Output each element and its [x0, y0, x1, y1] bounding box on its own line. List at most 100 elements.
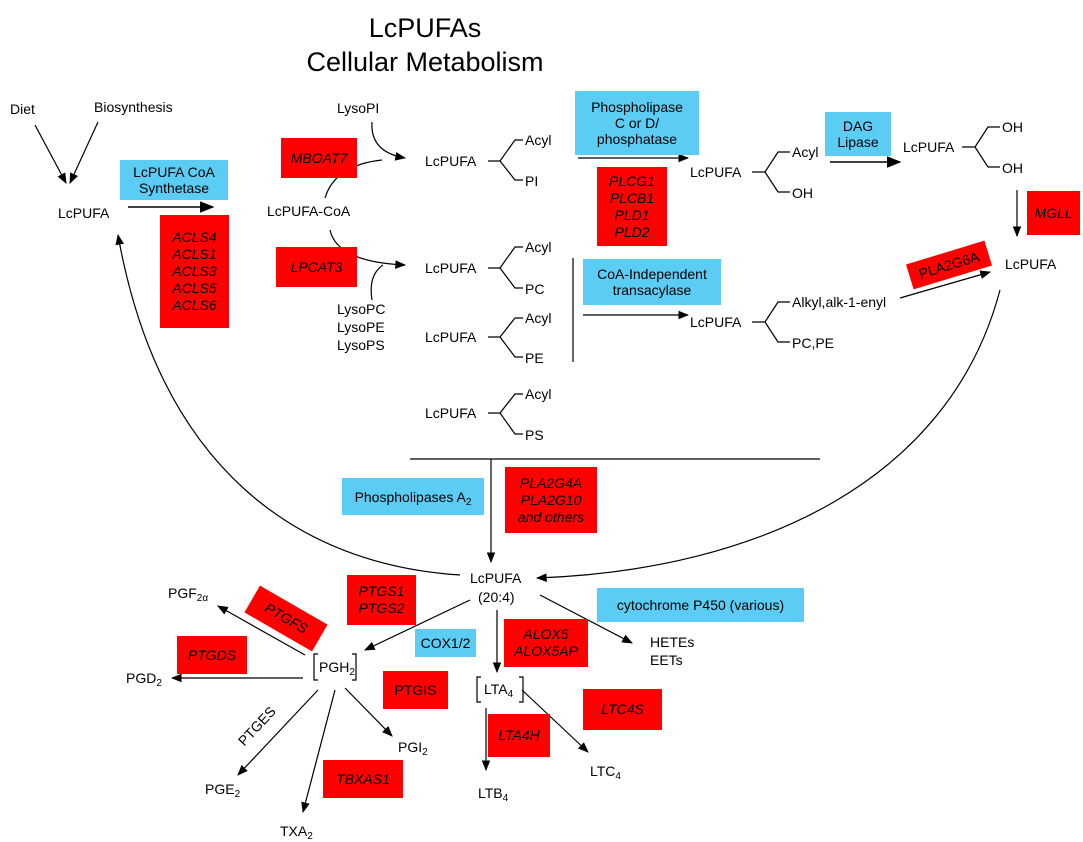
gene-plcb1: PLCB1 [609, 189, 655, 206]
arrow-cox [364, 599, 471, 651]
plc-line1: Phospholipase [591, 99, 683, 115]
label-eets: EETs [650, 652, 683, 668]
label-acyl-pc: Acyl [525, 239, 552, 255]
dag-line1: DAG [842, 118, 874, 134]
label-lysops: LysoPS [337, 337, 385, 353]
struct-mag [962, 126, 1000, 168]
pgi-base: PGI [398, 739, 423, 755]
enzyme-cox12: COX1/2 [415, 629, 476, 657]
gene-mgll-label: MGLL [1034, 204, 1073, 221]
label-acyl-dag: Acyl [792, 144, 819, 160]
bracket-lta-left [476, 676, 481, 703]
label-lysopi: LysoPI [337, 100, 380, 116]
label-pge2: PGE2 [205, 781, 241, 800]
arrow-pla2g6a [899, 270, 992, 299]
label-txa2: TXA2 [280, 823, 313, 842]
dag-line2: Lipase [837, 134, 879, 150]
diagram-title-line1: LcPUFAs [368, 13, 482, 43]
curve-recycle-right [535, 289, 1001, 582]
gene-acls-group: ACLS4 ACLS1 ACLS3 ACLS5 ACLS6 [160, 215, 229, 328]
label-lta4: LTA4 [484, 681, 513, 700]
gene-alox-group: ALOX5 ALOX5AP [504, 619, 588, 667]
enzyme-phospholipases-a2: Phospholipases A2 [342, 478, 484, 515]
gene-pla2-others: and others [517, 508, 585, 525]
pla2-base: Phospholipases A [354, 488, 466, 505]
label-pgh2: PGH2 [319, 659, 355, 678]
label-biosynthesis: Biosynthesis [94, 99, 173, 115]
label-lcpufa-left: LcPUFA [58, 205, 110, 221]
label-lcpufa-mag: LcPUFA [903, 139, 955, 155]
gene-pla2g4a: PLA2G4A [519, 474, 583, 491]
gene-tbxas1-label: TBXAS1 [336, 770, 390, 787]
label-lcpufa-dag: LcPUFA [690, 164, 742, 180]
plc-line2: C or D/ [614, 115, 660, 131]
gene-ptgs1: PTGS1 [358, 583, 405, 599]
struct-dag [752, 151, 790, 193]
cox-label: COX1/2 [420, 635, 471, 651]
label-oh1-mag: OH [1002, 119, 1023, 135]
diagram-title-line2: Cellular Metabolism [306, 47, 544, 77]
label-oh-dag: OH [792, 185, 813, 201]
bracket-lta-right [519, 676, 524, 703]
label-c204: (20:4) [478, 589, 515, 605]
label-lcpufa-ether: LcPUFA [690, 314, 742, 330]
ltb-sub: 4 [502, 793, 509, 804]
gene-acls4: ACLS4 [172, 229, 217, 245]
struct-ps [488, 393, 523, 435]
label-diet: Diet [10, 101, 35, 117]
enzyme-lcpufa-coa-synthetase: LcPUFA CoA Synthetase [120, 160, 228, 200]
gene-lpcat3: LPCAT3 [276, 247, 357, 287]
gene-alox5ap: ALOX5AP [514, 643, 578, 659]
label-pgi2: PGI2 [398, 739, 428, 758]
label-lysope: LysoPE [337, 319, 385, 335]
gene-tbxas1: TBXAS1 [323, 760, 403, 798]
bracket-pgh-right [352, 653, 357, 681]
csynth-line1: LcPUFA CoA [133, 164, 215, 180]
label-ps: PS [525, 427, 544, 443]
gene-pld2: PLD2 [614, 223, 650, 240]
arrow-biosynthesis [69, 121, 99, 184]
cyp-label: cytochrome P450 (various) [616, 597, 785, 613]
gene-ptgds: PTGDS [177, 636, 247, 674]
label-hetes: HETEs [650, 634, 695, 650]
curve-lysopi [371, 121, 407, 161]
lta-base: LTA [484, 681, 508, 697]
gene-acls6: ACLS6 [172, 297, 217, 313]
label-acyl-ps: Acyl [525, 386, 552, 402]
txa-sub: 2 [307, 831, 313, 842]
gene-ptgis-label: PTGIS [394, 681, 437, 698]
label-lcpufa-pe: LcPUFA [425, 329, 477, 345]
gene-ptgs2: PTGS2 [358, 600, 405, 616]
label-lcpufa-coa: LcPUFA-CoA [267, 203, 351, 219]
csynth-line2: Synthetase [138, 180, 210, 196]
gene-ptgis: PTGIS [383, 671, 448, 709]
ltc-sub: 4 [615, 771, 621, 782]
pge-sub: 2 [234, 789, 241, 800]
gene-mgll: MGLL [1027, 191, 1080, 235]
pgi-sub: 2 [422, 747, 428, 758]
enzyme-cytochrome-p450: cytochrome P450 (various) [597, 588, 804, 622]
gene-alox5: ALOX5 [523, 626, 569, 642]
arrow-txa [301, 689, 336, 814]
pgf-base: PGF [168, 585, 197, 601]
coa-ind-line2: transacylase [612, 282, 692, 298]
label-pe: PE [525, 350, 544, 366]
arrow-diet [34, 124, 67, 184]
txa-base: TXA [280, 823, 308, 839]
gene-lta4h: LTA4H [488, 714, 550, 757]
gene-plc-group: PLCG1 PLCB1 PLD1 PLD2 [597, 167, 667, 246]
label-lcpufa-pc: LcPUFA [425, 260, 477, 276]
pgh-base: PGH [319, 659, 350, 675]
bracket-pgh-left [313, 653, 318, 681]
label-acyl-pi: Acyl [525, 132, 552, 148]
label-lysopc: LysoPC [337, 301, 386, 317]
label-pgd2: PGD2 [126, 670, 162, 689]
gene-acls3: ACLS3 [172, 263, 217, 279]
gene-mboat7-label: MBOAT7 [290, 149, 348, 166]
ltb-base: LTB [478, 785, 503, 801]
struct-pc [488, 246, 523, 289]
pla2-label: Phospholipases A2 [354, 488, 472, 508]
arrow-pge [237, 689, 319, 776]
pgd-sub: 2 [156, 678, 162, 689]
pgd-base: PGD [126, 670, 157, 686]
